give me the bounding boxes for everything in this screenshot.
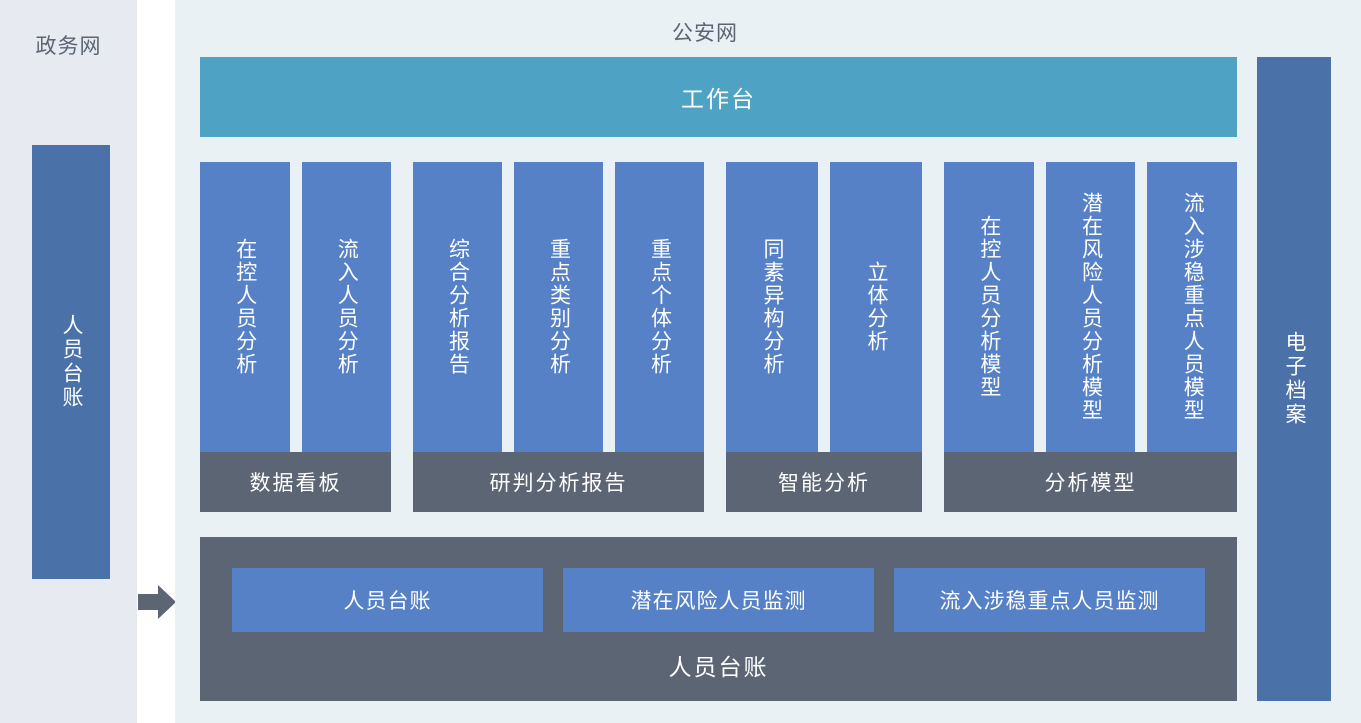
workbench-bar[interactable]: 工作台 <box>200 57 1237 137</box>
ledger-button-renyuan-taizhang[interactable]: 人员台账 <box>232 568 543 632</box>
group-data-dashboard: 在控人员分析 流入人员分析 数据看板 <box>200 162 391 512</box>
card-tongsu-yigou-fenxi[interactable]: 同素异构分析 <box>726 162 818 452</box>
group-label-data-dashboard: 数据看板 <box>200 452 391 512</box>
card-zonghe-fenxi-baogao[interactable]: 综合分析报告 <box>413 162 502 452</box>
government-network-panel: 政务网 人员台账 <box>0 0 137 723</box>
public-security-network-panel: 公安网 工作台 在控人员分析 流入人员分析 数据看板 综合分析报告 重点类别分析… <box>175 0 1361 723</box>
government-network-title: 政务网 <box>35 35 102 58</box>
group-cards: 在控人员分析 流入人员分析 <box>200 162 391 452</box>
card-liuru-shewen-zhongdian-renyuan-moxing[interactable]: 流入涉稳重点人员模型 <box>1147 162 1238 452</box>
card-zaikong-renyuan-fenxi-moxing[interactable]: 在控人员分析模型 <box>944 162 1034 452</box>
card-zhongdian-leibie-fenxi[interactable]: 重点类别分析 <box>514 162 603 452</box>
card-liti-fenxi[interactable]: 立体分析 <box>830 162 922 452</box>
personnel-ledger-buttons: 人员台账 潜在风险人员监测 流入涉稳重点人员监测 <box>232 568 1205 632</box>
arrow-right-icon <box>138 583 176 621</box>
group-judgment-analysis-report: 综合分析报告 重点类别分析 重点个体分析 研判分析报告 <box>413 162 704 512</box>
group-label-intelligent-analysis: 智能分析 <box>726 452 922 512</box>
group-cards: 在控人员分析模型 潜在风险人员分析模型 流入涉稳重点人员模型 <box>944 162 1238 452</box>
gov-personnel-ledger-card[interactable]: 人员台账 <box>32 145 110 579</box>
personnel-ledger-caption: 人员台账 <box>668 654 769 680</box>
card-zaikong-renyuan-fenxi[interactable]: 在控人员分析 <box>200 162 290 452</box>
group-label-judgment-analysis-report: 研判分析报告 <box>413 452 704 512</box>
electronic-archive-card[interactable]: 电子档案 <box>1257 57 1331 701</box>
card-liuru-renyuan-fenxi[interactable]: 流入人员分析 <box>301 162 391 452</box>
card-qianzai-fengxian-renyuan-fenxi-moxing[interactable]: 潜在风险人员分析模型 <box>1045 162 1136 452</box>
group-cards: 综合分析报告 重点类别分析 重点个体分析 <box>413 162 704 452</box>
function-groups-row: 在控人员分析 流入人员分析 数据看板 综合分析报告 重点类别分析 重点个体分析 … <box>200 162 1238 512</box>
ledger-button-qianzai-fengxian-renyuan-jiance[interactable]: 潜在风险人员监测 <box>563 568 874 632</box>
group-intelligent-analysis: 同素异构分析 立体分析 智能分析 <box>726 162 922 512</box>
ledger-button-liuru-shewen-zhongdian-renyuan-jiance[interactable]: 流入涉稳重点人员监测 <box>894 568 1205 632</box>
group-analysis-model: 在控人员分析模型 潜在风险人员分析模型 流入涉稳重点人员模型 分析模型 <box>944 162 1238 512</box>
card-zhongdian-geti-fenxi[interactable]: 重点个体分析 <box>615 162 704 452</box>
public-security-network-title: 公安网 <box>672 22 738 45</box>
personnel-ledger-panel: 人员台账 潜在风险人员监测 流入涉稳重点人员监测 人员台账 <box>200 537 1237 701</box>
group-label-analysis-model: 分析模型 <box>944 452 1237 512</box>
group-cards: 同素异构分析 立体分析 <box>726 162 922 452</box>
